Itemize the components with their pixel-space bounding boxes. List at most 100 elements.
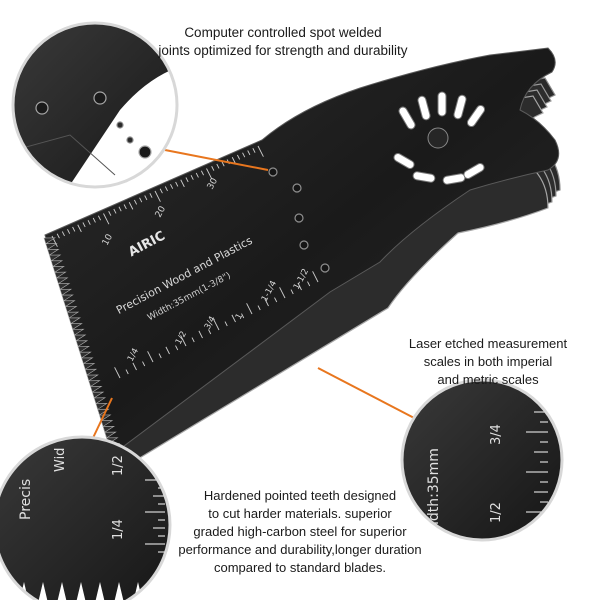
saw-tooth [70,323,83,330]
callout-line: Laser etched measurement [408,336,568,351]
imperial-tick [246,303,253,315]
metric-tick [247,150,251,156]
imperial-tick-label: 1 [234,312,245,321]
metric-tick [175,181,179,187]
saw-tooth [63,300,76,307]
imperial-tick [264,298,269,307]
imperial-tick [191,337,195,343]
saw-tooth [72,328,85,336]
saw-tooth [52,266,65,273]
zoom-tick-label: 1/2 [489,502,504,523]
metric-tick [221,161,225,167]
metric-tick-label: 10 [101,232,115,247]
imperial-tick [241,313,245,319]
callout-line: Computer controlled spot welded [184,25,382,40]
saw-tooth [84,368,98,376]
imperial-tick [279,287,286,299]
leader-line-teeth [91,397,113,441]
imperial-tick [231,314,236,323]
saw-tooth [43,237,56,245]
metric-tick [154,190,161,202]
imperial-tick [213,319,220,331]
zoom-tooth [0,582,14,600]
saw-tooth [56,277,69,285]
saw-tooth [68,317,81,325]
metric-tick [149,193,153,198]
imperial-tick [132,362,137,371]
metric-tick [170,184,174,189]
metric-tick [113,208,117,214]
imperial-tick [312,271,319,283]
zoom-teeth: Precis Wid 1/2 1/4 [0,435,172,600]
saw-tooth [104,431,117,439]
zoom-tick-label: 3/4 [489,424,504,445]
metric-tick [87,220,91,225]
zoom-tooth [148,582,166,600]
saw-tooth [48,254,62,262]
saw-teeth [43,237,123,456]
imperial-tick [125,369,129,375]
imperial-tick [147,351,154,363]
metric-tick [144,195,148,201]
metric-tick [123,204,127,210]
metric-tick [190,175,194,180]
metric-tick [164,186,168,192]
saw-tooth [57,283,71,290]
imperial-tick [158,353,162,359]
saw-tooth [86,374,99,382]
callout-line: compared to standard blades. [214,560,386,575]
metric-tick [61,231,65,237]
saw-tooth [81,357,94,365]
leader-line-measurement [317,367,419,421]
metric-tick [108,211,112,216]
leader-line-spot-weld [164,149,269,171]
callout-line: Hardened pointed teeth designed [203,488,397,503]
saw-tooth [50,260,64,268]
saw-tooth [100,420,114,427]
metric-tick [118,206,122,212]
zoom-tick-label: 1/4 [111,519,126,540]
saw-tooth [74,334,87,342]
zoom-tick-label: 1/2 [111,455,126,476]
metric-tick-labels: 10 20 30 [101,176,220,247]
metric-tick [252,148,256,153]
saw-tooth [95,403,108,410]
saw-tooth [47,248,60,256]
metric-tick [242,152,246,158]
metric-tick [103,213,110,225]
callout-line: performance and durability,longer durati… [178,542,422,557]
zoom-teeth-text: Precis [18,479,34,520]
metric-tick [211,166,215,171]
imperial-tick [307,281,311,287]
mounting-slots [393,91,486,185]
metric-tick [200,170,205,176]
imperial-tick [224,321,228,327]
imperial-tick [274,297,278,303]
imperial-tick [257,305,261,311]
metric-tick [82,222,86,228]
saw-tooth [91,391,105,399]
saw-tooth [65,306,78,313]
metric-tick [206,168,213,180]
saw-tooth [93,397,107,405]
saw-tooth [102,425,115,433]
imperial-tick [208,329,212,335]
metric-tick [216,163,220,169]
metric-tick [133,199,138,205]
saw-tooth [75,340,89,347]
zoom-spot-weld [11,21,179,189]
imperial-tick [165,346,170,355]
saw-tooth [45,243,58,250]
saw-tooth [77,346,90,353]
callout-line: and metric scales [437,372,539,387]
metric-tick [195,172,199,178]
callout-line: scales in both imperial [423,354,553,369]
metric-tick [97,215,102,221]
callout-line: to cut harder materials. superior [208,506,392,521]
metric-tick [128,202,134,210]
metric-tick [139,197,143,203]
spot-welds [268,167,330,273]
metric-tick [67,229,71,234]
metric-tick-label: 30 [206,176,220,191]
